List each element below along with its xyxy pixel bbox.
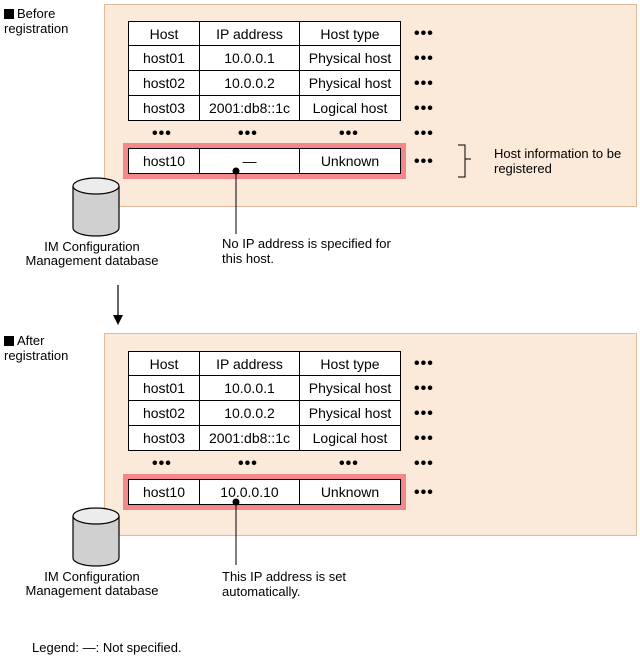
- after-row-ellipsis-type: •••: [339, 455, 359, 472]
- after-row2-host: host02: [128, 400, 200, 426]
- before-row1-type: Physical host: [299, 45, 401, 71]
- before-row2-ip: 10.0.0.2: [199, 70, 300, 96]
- database-label-after: IM Configuration Management database: [25, 569, 159, 598]
- before-callout-line: [232, 167, 240, 234]
- before-row2-host: host02: [128, 70, 200, 96]
- before-col-ellipsis-1: •••: [414, 50, 434, 67]
- before-title-text: Before registration: [4, 6, 69, 36]
- after-reg-ip: 10.0.0.10: [199, 479, 300, 505]
- after-header-type: Host type: [299, 351, 401, 376]
- after-reg-host: host10: [128, 479, 200, 505]
- before-row1-ip: 10.0.0.1: [199, 45, 300, 71]
- down-arrow-icon: [113, 285, 123, 325]
- before-header-ip: IP address: [199, 21, 300, 46]
- after-col-ellipsis-3: •••: [414, 430, 434, 447]
- before-row3-host: host03: [128, 95, 200, 121]
- after-row-ellipsis-host: •••: [152, 455, 172, 472]
- after-row1-host: host01: [128, 375, 200, 401]
- after-callout-line: [232, 498, 240, 565]
- before-row2-type: Physical host: [299, 70, 401, 96]
- before-callout-text: No IP address is specified for this host…: [222, 236, 391, 266]
- square-bullet-icon: [4, 336, 14, 346]
- after-reg-ellipsis: •••: [414, 484, 434, 501]
- after-col-ellipsis-1: •••: [414, 380, 434, 397]
- before-row1-host: host01: [128, 45, 200, 71]
- after-reg-type: Unknown: [299, 479, 401, 505]
- before-row3-ip: 2001:db8::1c: [199, 95, 300, 121]
- before-reg-ip: —: [199, 148, 300, 174]
- after-row-ellipsis-more: •••: [414, 455, 434, 472]
- database-icon: [72, 177, 120, 237]
- before-bracket: [458, 144, 471, 178]
- after-row3-ip: 2001:db8::1c: [199, 425, 300, 451]
- database-icon: [72, 507, 120, 567]
- after-row-ellipsis-ip: •••: [238, 455, 258, 472]
- after-row3-host: host03: [128, 425, 200, 451]
- before-section-title: Before registration: [4, 6, 99, 36]
- after-col-ellipsis-2: •••: [414, 405, 434, 422]
- after-title-text: After registration: [4, 333, 69, 363]
- before-row-ellipsis-type: •••: [339, 125, 359, 142]
- before-col-ellipsis-0: •••: [414, 25, 434, 42]
- after-header-ip: IP address: [199, 351, 300, 376]
- after-row1-type: Physical host: [299, 375, 401, 401]
- before-col-ellipsis-2: •••: [414, 75, 434, 92]
- after-highlight-frame: [123, 474, 406, 510]
- after-col-ellipsis-0: •••: [414, 355, 434, 372]
- before-reg-ellipsis: •••: [414, 153, 434, 170]
- after-callout-text: This IP address is set automatically.: [222, 569, 347, 599]
- before-bracket-note: Host information to be registered: [494, 146, 622, 176]
- database-label-before: IM Configuration Management database: [25, 239, 159, 268]
- after-row3-type: Logical host: [299, 425, 401, 451]
- after-row2-type: Physical host: [299, 400, 401, 426]
- before-row-ellipsis-more: •••: [414, 125, 434, 142]
- before-header-type: Host type: [299, 21, 401, 46]
- after-row2-ip: 10.0.0.2: [199, 400, 300, 426]
- legend: Legend: —: Not specified.: [32, 640, 182, 655]
- before-row-ellipsis-ip: •••: [238, 125, 258, 142]
- after-header-host: Host: [128, 351, 200, 376]
- before-highlight-frame: [123, 143, 406, 179]
- square-bullet-icon: [4, 9, 14, 19]
- after-section-title: After registration: [4, 333, 99, 363]
- before-reg-type: Unknown: [299, 148, 401, 174]
- after-row1-ip: 10.0.0.1: [199, 375, 300, 401]
- before-header-host: Host: [128, 21, 200, 46]
- before-row-ellipsis-host: •••: [152, 125, 172, 142]
- before-row3-type: Logical host: [299, 95, 401, 121]
- before-col-ellipsis-3: •••: [414, 100, 434, 117]
